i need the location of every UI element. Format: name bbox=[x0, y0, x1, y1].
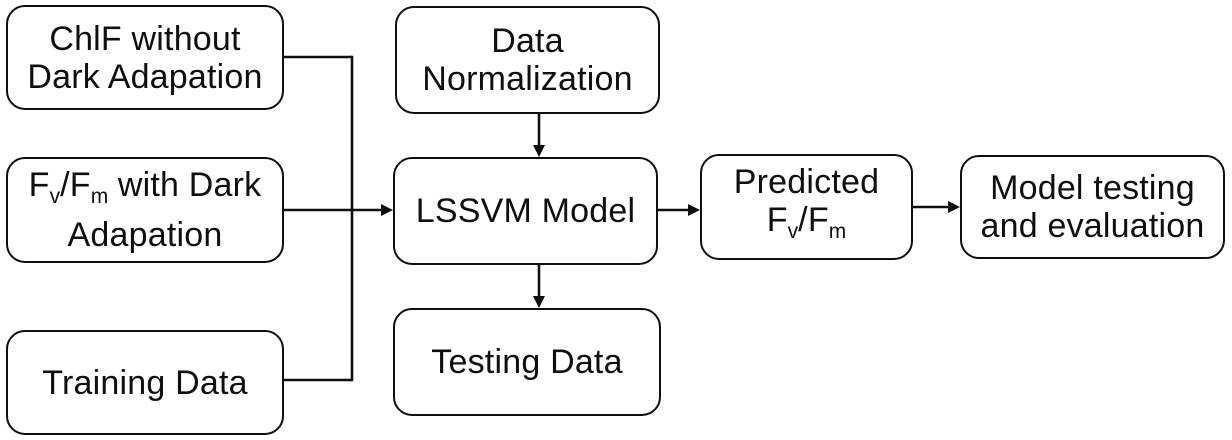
node-fvfm-line1: Fv/Fm with Dark bbox=[29, 166, 262, 216]
predicted-subscript-v: v bbox=[787, 220, 799, 243]
node-chif-line1: ChlF without bbox=[49, 19, 241, 58]
node-data-normalization: Data Normalization bbox=[395, 6, 660, 114]
node-evaluation-line2: and evaluation bbox=[980, 207, 1205, 245]
node-model-testing-evaluation: Model testing and evaluation bbox=[960, 155, 1225, 259]
arrowhead-inputs-to-lssvm bbox=[381, 204, 393, 216]
predicted-slash-f-symbol: /F bbox=[798, 201, 829, 239]
node-lssvm-label: LSSVM Model bbox=[415, 192, 636, 230]
predicted-f-symbol: F bbox=[766, 201, 788, 239]
predicted-subscript-m: m bbox=[828, 220, 847, 243]
arrowhead-predicted-to-evaluation bbox=[948, 201, 960, 213]
fvfm-subscript-m: m bbox=[90, 185, 109, 208]
node-predicted-fvfm: Predicted Fv/Fm bbox=[700, 154, 913, 260]
arrowhead-normalization-to-lssvm bbox=[533, 145, 545, 157]
node-testing-data: Testing Data bbox=[393, 308, 661, 416]
node-fvfm-input: Fv/Fm with Dark Adapation bbox=[6, 157, 284, 263]
node-chif-line2: Dark Adapation bbox=[27, 57, 263, 96]
node-predicted-line1: Predicted bbox=[733, 163, 880, 201]
fvfm-slash-f-symbol: /F bbox=[60, 166, 91, 204]
node-normalization-line1: Data bbox=[491, 22, 564, 60]
node-fvfm-line2: Adapation bbox=[67, 216, 223, 254]
arrowhead-lssvm-to-predicted bbox=[688, 204, 700, 216]
node-training-data: Training Data bbox=[6, 330, 284, 435]
node-predicted-line2: Fv/Fm bbox=[767, 201, 847, 251]
node-chif-input: ChlF without Dark Adapation bbox=[6, 5, 284, 110]
fvfm-line1-rest: with Dark bbox=[108, 166, 262, 204]
fvfm-f-symbol: F bbox=[28, 166, 50, 204]
node-lssvm-model: LSSVM Model bbox=[393, 157, 658, 265]
fvfm-subscript-v: v bbox=[49, 185, 61, 208]
node-training-label: Training Data bbox=[42, 363, 248, 402]
node-evaluation-line1: Model testing bbox=[990, 169, 1195, 207]
node-normalization-line2: Normalization bbox=[422, 60, 633, 98]
arrowhead-lssvm-to-testing bbox=[533, 296, 545, 308]
node-testing-label: Testing Data bbox=[431, 343, 623, 381]
